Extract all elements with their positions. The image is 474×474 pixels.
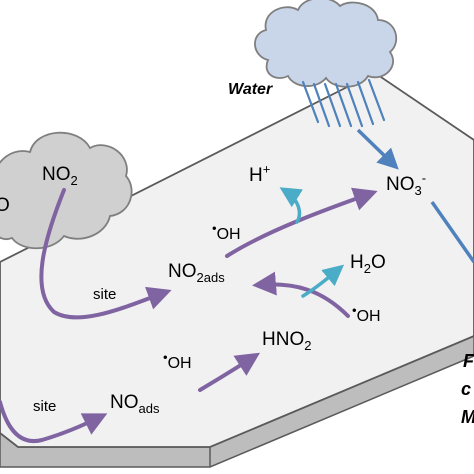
surface-top	[0, 71, 474, 448]
rain-to-nitrate-arrow	[356, 128, 399, 170]
runoff-line	[430, 200, 474, 264]
hydroxyl-label-right: •OH	[352, 302, 381, 325]
no-ads-label: NOads	[110, 392, 160, 416]
hydroxyl-label-top: •OH	[212, 220, 241, 243]
hydroxyl-label-bottom: •OH	[163, 349, 192, 372]
right-edge-letter-2: c	[461, 379, 472, 399]
cut-off-label: O	[0, 195, 10, 216]
site-label-top: site	[93, 286, 117, 303]
site-label-bottom: site	[33, 398, 57, 415]
water-label: Water	[228, 81, 273, 98]
noads-to-hno2-arrow	[198, 352, 261, 392]
water-cloud	[254, 0, 398, 88]
right-edge-letter-1: F	[463, 351, 474, 371]
no2-deposition-arrow	[39, 188, 172, 320]
rain-lines	[301, 78, 386, 128]
h-plus-release-arrow	[279, 187, 303, 224]
nitrous-acid-label: HNO2	[262, 329, 312, 353]
water-release-arrow	[301, 264, 345, 298]
h-plus-label: H+	[249, 161, 271, 186]
right-edge-letter-3: M	[461, 408, 474, 426]
no-deposition-arrow	[0, 400, 108, 443]
water-product-label: H2O	[350, 252, 386, 276]
nitrate-label: NO3-	[386, 170, 427, 198]
no2-ads-label: NO2ads	[168, 261, 225, 285]
hno2-to-no2ads-arrow	[252, 271, 350, 318]
no2-gas-label: NO2	[42, 164, 78, 188]
